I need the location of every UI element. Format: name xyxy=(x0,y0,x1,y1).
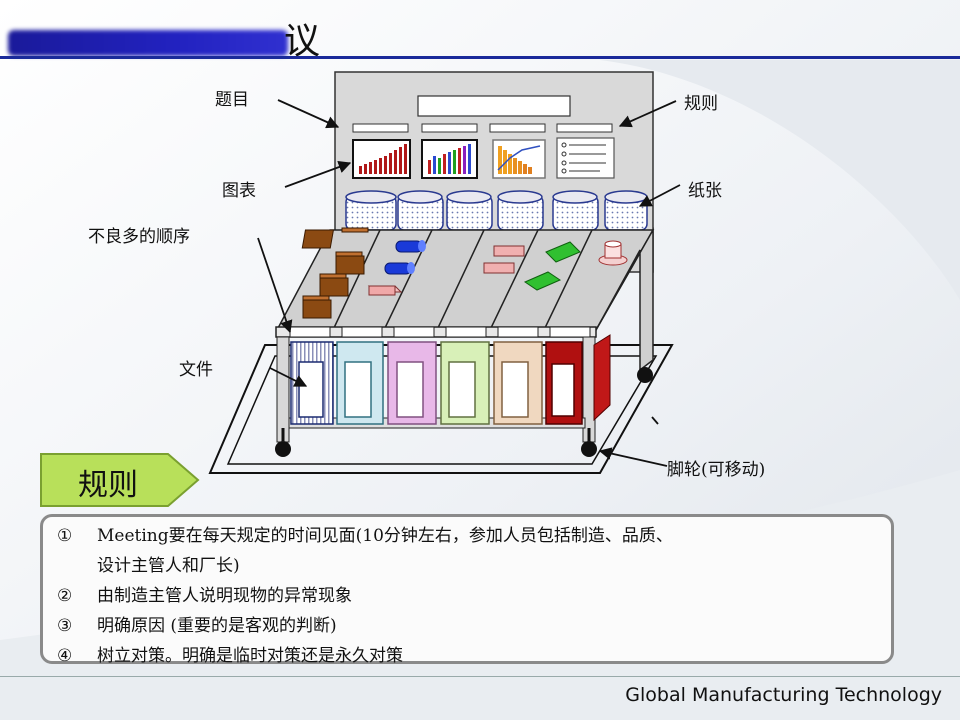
rule-text: 树立对策。明确是临时对策还是永久对策 xyxy=(97,646,403,666)
rule-tag: 规则 xyxy=(40,452,200,506)
part-pink-box-lane2 xyxy=(367,285,403,296)
label-defect-order: 不良多的顺序 xyxy=(88,227,190,247)
frame-corner-mark xyxy=(651,416,659,425)
part-pink-cup xyxy=(598,240,628,266)
rule-item-1-cont: 设计主管人和厂长) xyxy=(97,556,240,576)
footer-divider xyxy=(0,676,960,677)
label-chart: 图表 xyxy=(222,181,256,201)
label-document: 文件 xyxy=(179,360,213,380)
paper-holder-2 xyxy=(397,190,444,231)
annotation-arrows xyxy=(257,99,681,467)
file-binder-2 xyxy=(336,341,384,425)
board-rule-strip-4 xyxy=(556,123,613,133)
paper-holder-6 xyxy=(604,190,648,231)
paper-holder-3 xyxy=(446,190,493,231)
file-binder-3 xyxy=(387,341,437,425)
board-rule-strip-3 xyxy=(489,123,546,133)
part-blue-cylinders xyxy=(384,240,426,275)
arrow-caster xyxy=(598,447,668,467)
rule-text: 由制造主管人说明现物的异常现象 xyxy=(97,586,352,606)
chart-icon-2 xyxy=(421,139,478,179)
footer-brand: Global Manufacturing Technology xyxy=(625,684,942,706)
title-blur xyxy=(8,30,288,56)
part-brown-boxes xyxy=(301,227,369,319)
caster-wheel-2 xyxy=(581,441,597,457)
file-binder-6 xyxy=(545,341,583,425)
paper-holder-5 xyxy=(552,190,599,231)
part-green-sheets xyxy=(523,241,581,291)
rule-number: ③ xyxy=(57,616,73,636)
board-rule-strip-2 xyxy=(421,123,478,133)
arrow-rules xyxy=(618,100,677,128)
board-rule-strip-1 xyxy=(352,123,409,133)
part-pink-boxes-lane4 xyxy=(483,245,525,274)
rule-item-3: ③ 明确原因 (重要的是客观的判断) xyxy=(57,611,337,636)
file-binders xyxy=(290,334,611,425)
rule-item-2: ② 由制造主管人说明现物的异常现象 xyxy=(57,581,352,606)
caster-wheel-3 xyxy=(637,367,653,383)
arrow-defect-order xyxy=(257,237,293,334)
checklist-icon xyxy=(556,137,615,179)
rule-text: 明确原因 (重要的是客观的判断) xyxy=(97,616,337,636)
rule-text: Meeting要在每天规定的时间见面(10分钟左右，参加人员包括制造、品质、 xyxy=(97,526,673,546)
file-binder-5 xyxy=(493,341,543,425)
label-rules: 规则 xyxy=(684,94,718,114)
chart-icon-3 xyxy=(492,139,546,179)
sloped-tray xyxy=(275,227,655,331)
title-underline xyxy=(0,56,960,59)
caster-wheels xyxy=(275,367,653,457)
chart-icon-1 xyxy=(352,139,411,179)
file-binder-1 xyxy=(290,341,334,425)
label-paper: 纸张 xyxy=(688,181,722,201)
rule-tag-label: 规则 xyxy=(78,468,138,503)
rule-number: ① xyxy=(57,526,73,546)
caster-wheel-1 xyxy=(275,441,291,457)
floor-frame xyxy=(208,344,674,474)
paper-holder-4 xyxy=(497,190,544,231)
rule-item-4: ④ 树立对策。明确是临时对策还是永久对策 xyxy=(57,641,403,666)
rule-number: ② xyxy=(57,586,73,606)
arrow-title xyxy=(277,99,340,129)
board-title-box xyxy=(417,95,571,117)
arrow-paper xyxy=(638,184,681,207)
rule-item-1: ① Meeting要在每天规定的时间见面(10分钟左右，参加人员包括制造、品质、 xyxy=(57,521,673,546)
paper-holders xyxy=(345,190,648,231)
label-title: 题目 xyxy=(215,90,249,110)
paper-holder-1 xyxy=(345,190,397,231)
arrow-chart xyxy=(284,161,352,188)
file-binder-4 xyxy=(440,341,490,425)
page-title-visible-char: 议 xyxy=(284,21,321,62)
arrow-document xyxy=(269,367,308,387)
rule-number: ④ xyxy=(57,646,73,666)
rule-tag-shape xyxy=(40,453,200,507)
label-caster: 脚轮(可移动) xyxy=(667,460,766,480)
